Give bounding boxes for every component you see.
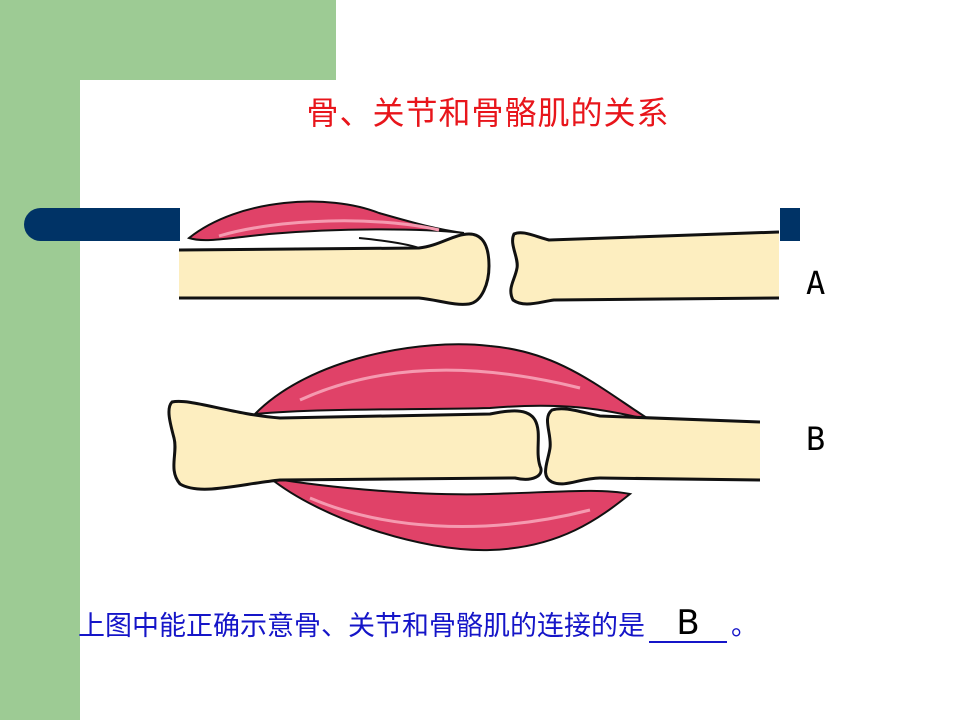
top-decoration-panel bbox=[0, 0, 336, 80]
figure-b-muscle-bottom bbox=[266, 476, 633, 552]
slide-title: 骨、关节和骨骼肌的关系 bbox=[306, 94, 670, 132]
question-end: 。 bbox=[731, 611, 758, 642]
side-decoration-panel bbox=[0, 0, 80, 720]
figure-b-muscle-top bbox=[252, 343, 651, 421]
question-line: 上图中能正确示意骨、关节和骨骼肌的连接的是 B 。 bbox=[78, 604, 758, 643]
accent-bar-left bbox=[24, 208, 180, 241]
figure-a-bone-left bbox=[179, 232, 491, 306]
figure-a-bone-right bbox=[509, 230, 779, 306]
accent-bar-right bbox=[780, 208, 800, 241]
figure-b-label: B bbox=[806, 420, 826, 458]
figure-b-bone-right bbox=[544, 407, 760, 486]
figure-a-muscle bbox=[186, 200, 465, 242]
question-text: 上图中能正确示意骨、关节和骨骼肌的连接的是 bbox=[78, 611, 645, 642]
figure-a-label: A bbox=[806, 264, 826, 302]
figure-b-bone-left bbox=[167, 399, 543, 491]
answer-blank: B bbox=[649, 605, 727, 643]
figure-a-illustration bbox=[179, 200, 779, 306]
figure-b-illustration bbox=[167, 343, 760, 552]
